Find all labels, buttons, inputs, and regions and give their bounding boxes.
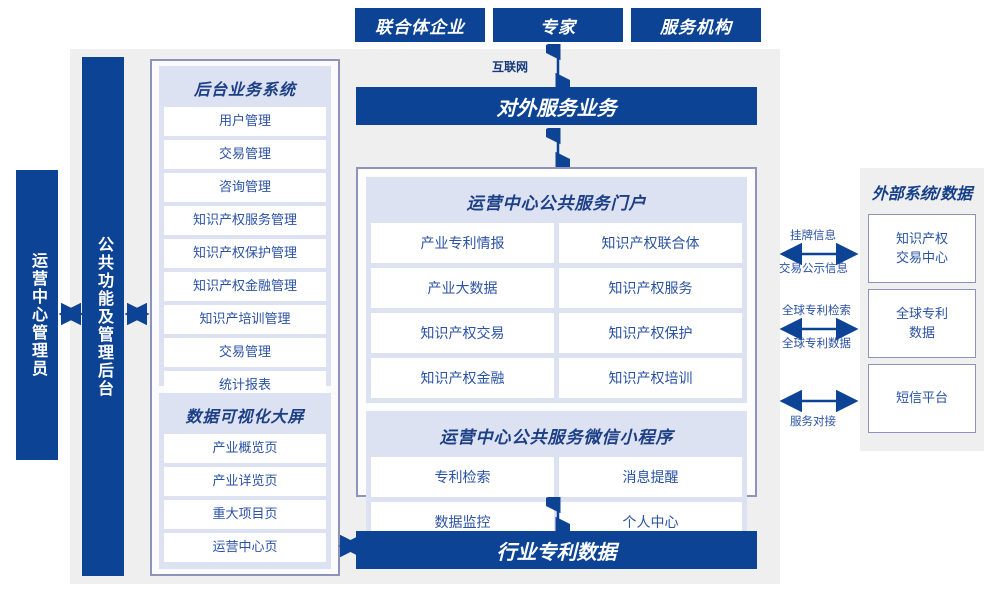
external-item-sms-platform[interactable]: 短信平台 xyxy=(868,364,976,433)
portal-grid: 产业专利情报 知识产权联合体 产业大数据 知识产权服务 知识产权交易 知识产权保… xyxy=(371,223,742,398)
portal-item[interactable]: 知识产权交易 xyxy=(371,313,554,353)
backoffice-item[interactable]: 知识产权服务管理 xyxy=(164,205,326,235)
portal-item[interactable]: 产业专利情报 xyxy=(371,223,554,263)
industry-patent-data-label: 行业专利数据 xyxy=(496,541,617,564)
service-portal-arrow xyxy=(546,128,570,168)
internet-label: 互联网 xyxy=(492,60,529,74)
external-service-bar-label: 对外服务业务 xyxy=(496,97,617,120)
portal-outer-container: 运营中心公共服务门户 产业专利情报 知识产权联合体 产业大数据 知识产权服务 知… xyxy=(356,167,757,547)
backoffice-item[interactable]: 知识产培训管理 xyxy=(164,304,326,334)
admin-common-arrow xyxy=(58,303,84,325)
dataviz-title: 数据可视化大屏 xyxy=(185,409,305,426)
external-arrow-ip-trading xyxy=(779,243,859,265)
internet-arrow xyxy=(546,44,570,89)
external-arrow-label-below: 全球专利数据 xyxy=(782,338,851,350)
operations-admin-label: 运营中心管理员 xyxy=(29,252,46,378)
portal-item[interactable]: 产业大数据 xyxy=(371,268,554,308)
dataviz-item[interactable]: 运营中心页 xyxy=(164,532,326,562)
miniprogram-title: 运营中心公共服务微信小程序 xyxy=(439,428,674,447)
external-systems-title: 外部系统/数据 xyxy=(871,186,973,203)
backoffice-item[interactable]: 交易管理 xyxy=(164,337,326,367)
actor-label: 专家 xyxy=(540,17,576,37)
actor-box-consortium[interactable]: 联合体企业 xyxy=(355,8,485,42)
external-service-bar[interactable]: 对外服务业务 xyxy=(356,87,757,125)
external-arrow-sms xyxy=(779,390,859,412)
external-arrow-label-above: 全球专利检索 xyxy=(782,305,851,317)
actor-label: 服务机构 xyxy=(660,17,732,37)
backoffice-item[interactable]: 用户管理 xyxy=(164,107,326,136)
portal-title: 运营中心公共服务门户 xyxy=(466,194,647,213)
backoffice-title: 后台业务系统 xyxy=(193,82,296,99)
dataviz-item[interactable]: 产业概览页 xyxy=(164,434,326,463)
external-item-label: 短信平台 xyxy=(895,390,948,406)
operations-admin-bar[interactable]: 运营中心管理员 xyxy=(16,170,58,460)
backoffice-panel: 后台业务系统 用户管理 交易管理 咨询管理 知识产权服务管理 知识产权保护管理 … xyxy=(159,66,331,400)
actor-box-service-agency[interactable]: 服务机构 xyxy=(631,8,761,42)
external-item-global-patent-data[interactable]: 全球专利数据 xyxy=(868,289,976,358)
dataviz-item[interactable]: 产业详览页 xyxy=(164,466,326,496)
external-arrow-label-below: 交易公示信息 xyxy=(779,263,848,275)
industry-patent-data-bar[interactable]: 行业专利数据 xyxy=(356,531,757,569)
common-function-label: 公共功能及管理后台 xyxy=(95,235,112,398)
dataviz-panel: 数据可视化大屏 产业概览页 产业详览页 重大项目页 运营中心页 xyxy=(159,393,331,569)
external-arrow-global-patent xyxy=(779,318,859,340)
external-systems-panel: 外部系统/数据 知识产权交易中心 全球专利数据 短信平台 xyxy=(860,168,984,451)
backoffice-item[interactable]: 咨询管理 xyxy=(164,172,326,202)
portal-item[interactable]: 知识产权金融 xyxy=(371,358,554,398)
external-arrow-label-above: 挂牌信息 xyxy=(790,230,836,242)
backoffice-item[interactable]: 交易管理 xyxy=(164,139,326,169)
portal-panel: 运营中心公共服务门户 产业专利情报 知识产权联合体 产业大数据 知识产权服务 知… xyxy=(366,177,747,403)
backoffice-item[interactable]: 知识产权金融管理 xyxy=(164,271,326,301)
portal-item[interactable]: 知识产权联合体 xyxy=(559,223,742,263)
actor-label: 联合体企业 xyxy=(375,17,465,37)
external-arrow-label-below: 服务对接 xyxy=(790,416,836,428)
miniprogram-item[interactable]: 消息提醒 xyxy=(559,457,742,497)
common-function-bar[interactable]: 公共功能及管理后台 xyxy=(82,57,124,576)
external-item-label: 全球专利数据 xyxy=(895,306,948,340)
common-backoffice-arrow xyxy=(124,303,150,325)
dataviz-item[interactable]: 重大项目页 xyxy=(164,499,326,529)
portal-item[interactable]: 知识产权培训 xyxy=(559,358,742,398)
actor-box-expert[interactable]: 专家 xyxy=(493,8,623,42)
portal-item[interactable]: 知识产权服务 xyxy=(559,268,742,308)
miniprogram-item[interactable]: 专利检索 xyxy=(371,457,554,497)
backoffice-item[interactable]: 知识产权保护管理 xyxy=(164,238,326,268)
portal-item[interactable]: 知识产权保护 xyxy=(559,313,742,353)
external-item-ip-trading-center[interactable]: 知识产权交易中心 xyxy=(868,214,976,283)
external-item-label: 知识产权交易中心 xyxy=(895,231,948,265)
portal-bottombar-arrow xyxy=(546,497,570,533)
